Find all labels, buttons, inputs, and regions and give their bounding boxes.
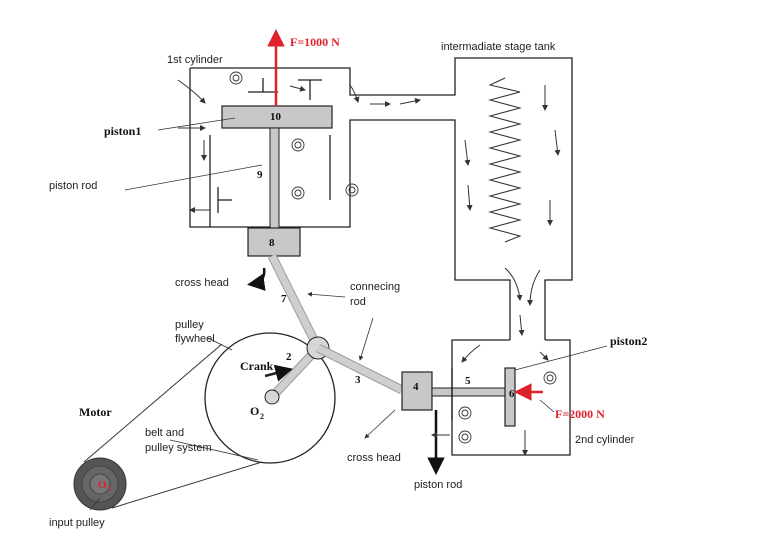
- piston-rod-2: [431, 387, 511, 397]
- belt-label: belt and: [145, 427, 184, 439]
- crank-shaft: [264, 389, 280, 405]
- connecting-rod-label: connecing: [350, 281, 400, 293]
- part-number-9: 9: [257, 169, 263, 181]
- part-number-10: 10: [270, 111, 282, 123]
- cross-head-1: [247, 227, 301, 257]
- flow-arrows: [177, 79, 561, 456]
- tank-label: intermadiate stage tank: [441, 41, 556, 53]
- piston-rod-2-label: piston rod: [414, 479, 462, 491]
- part-number-4: 4: [413, 381, 419, 393]
- part-number-7: 7: [281, 293, 287, 305]
- belt: [83, 343, 263, 509]
- piston-rod-1: [269, 127, 280, 229]
- flow-swirls: [229, 71, 557, 444]
- part-number-8: 8: [269, 237, 275, 249]
- first-cylinder-label: 1st cylinder: [167, 54, 223, 66]
- o1-subscript: 1: [107, 484, 111, 493]
- cross-head-2: [401, 371, 433, 411]
- force-top-label: F=1000 N: [290, 35, 340, 49]
- valve-left: [217, 187, 232, 213]
- crank-rotation-arrow: [264, 364, 293, 382]
- second-cylinder: [451, 339, 571, 456]
- o1-label: O: [98, 479, 107, 491]
- cross-head-1-arrow: [247, 267, 266, 291]
- cross-head-1-label: cross head: [175, 277, 229, 289]
- leader-lines: [89, 117, 608, 511]
- second-cylinder-label: 2nd cylinder: [575, 434, 635, 446]
- piston-rod-1-label: piston rod: [49, 180, 97, 192]
- piston1-label: piston1: [104, 124, 141, 138]
- o2-subscript: 2: [260, 412, 264, 421]
- part-number-3: 3: [355, 374, 361, 386]
- heat-coil: [488, 77, 522, 243]
- cross-head-2-label: cross head: [347, 452, 401, 464]
- motor: [73, 457, 127, 511]
- intake-valve-top: [248, 78, 322, 100]
- pulley-label: pulley: [175, 319, 204, 331]
- force-right-label: F=2000 N: [555, 407, 605, 421]
- belt-label-2: pulley system: [145, 442, 212, 454]
- flywheel-label: flywheel: [175, 333, 215, 345]
- crank-label: Crank: [240, 359, 274, 373]
- piston2-label: piston2: [610, 334, 647, 348]
- o2-label: O: [250, 404, 259, 418]
- connecting-rod-label-2: rod: [350, 296, 366, 308]
- part-number-2: 2: [286, 351, 292, 363]
- input-pulley-label: input pulley: [49, 517, 105, 529]
- motor-label: Motor: [79, 405, 112, 419]
- part-number-5: 5: [465, 375, 471, 387]
- first-cylinder: [189, 57, 573, 340]
- part-number-6: 6: [509, 388, 515, 400]
